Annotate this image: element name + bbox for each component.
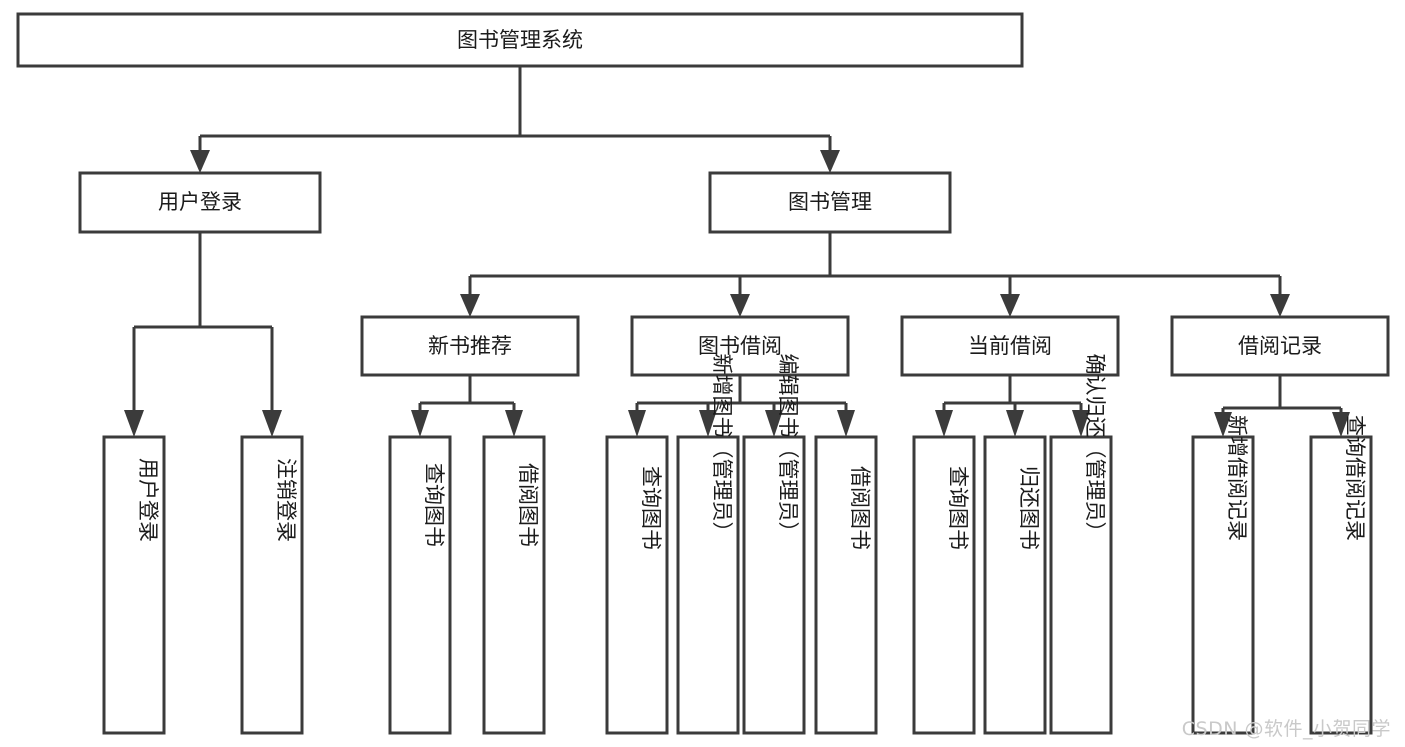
- node-label-leaf-logout: 注销登录: [274, 458, 298, 542]
- node-leaf-query-books-current[interactable]: 查询图书: [912, 435, 976, 735]
- node-box: [388, 435, 452, 735]
- node-box: [742, 435, 806, 735]
- node-label-leaf-borrow-books: 借阅图书: [848, 466, 872, 550]
- arrow-head-icon: [628, 410, 646, 437]
- arrow-head-icon: [935, 410, 953, 437]
- node-leaf-add-book-admin[interactable]: 新增图书（管理员）: [676, 354, 740, 735]
- arrow-head-icon: [1072, 410, 1090, 437]
- node-leaf-add-borrow-record[interactable]: 新增借阅记录: [1191, 415, 1255, 735]
- node-book-management[interactable]: 图书管理: [708, 171, 952, 234]
- node-leaf-query-borrow-record[interactable]: 查询借阅记录: [1309, 415, 1373, 735]
- node-label-book-borrow: 图书借阅: [698, 334, 782, 358]
- arrow-head-icon: [505, 410, 523, 437]
- arrow-head-icon: [1214, 412, 1232, 437]
- node-box: [1309, 435, 1373, 735]
- node-leaf-edit-book-admin[interactable]: 编辑图书（管理员）: [742, 354, 806, 735]
- node-box: [814, 435, 878, 735]
- arrow-head-icon: [730, 294, 750, 317]
- arrow-head-icon: [190, 150, 210, 173]
- arrow-head-icon: [1332, 412, 1350, 437]
- node-leaf-borrow-books[interactable]: 借阅图书: [814, 435, 878, 735]
- node-box: [1170, 315, 1390, 377]
- node-label-user-login: 用户登录: [158, 190, 242, 214]
- node-label-leaf-borrow-books-new: 借阅图书: [516, 463, 540, 547]
- arrow-head-icon: [837, 410, 855, 437]
- node-label-leaf-query-books-borrow: 查询图书: [639, 466, 663, 550]
- node-box: [1049, 435, 1113, 735]
- arrow-head-icon: [411, 410, 429, 437]
- node-box: [900, 315, 1120, 377]
- node-box: [482, 435, 546, 735]
- node-new-book-recommend[interactable]: 新书推荐: [360, 315, 580, 377]
- node-root[interactable]: 图书管理系统: [16, 12, 1024, 68]
- arrow-head-icon: [124, 410, 144, 437]
- arrow-head-icon: [262, 410, 282, 437]
- node-leaf-return-books[interactable]: 归还图书: [983, 435, 1047, 735]
- arrow-head-icon: [1000, 294, 1020, 317]
- node-label-leaf-query-books-new: 查询图书: [422, 463, 446, 547]
- node-box: [630, 315, 850, 377]
- connector-book-borrow-to-leaves: [628, 375, 855, 437]
- node-box: [102, 435, 166, 735]
- node-label-leaf-add-book-admin: 新增图书（管理员）: [710, 354, 734, 543]
- watermark: CSDN @软件_小贺同学: [1181, 718, 1391, 740]
- node-leaf-query-books-new[interactable]: 查询图书: [388, 435, 452, 735]
- node-box: [360, 315, 580, 377]
- node-label-leaf-edit-book-admin: 编辑图书（管理员）: [776, 354, 800, 543]
- node-book-borrow[interactable]: 图书借阅: [630, 315, 850, 377]
- node-label-root: 图书管理系统: [457, 28, 583, 52]
- arrow-head-icon: [1006, 410, 1024, 437]
- node-leaf-query-books-borrow[interactable]: 查询图书: [605, 435, 669, 735]
- node-box: [78, 171, 322, 234]
- node-label-current-borrow: 当前借阅: [968, 334, 1052, 358]
- node-leaf-borrow-books-new[interactable]: 借阅图书: [482, 435, 546, 735]
- connector-new-books-to-leaves: [411, 375, 523, 437]
- node-label-leaf-query-borrow-record: 查询借阅记录: [1343, 415, 1367, 541]
- node-box: [983, 435, 1047, 735]
- arrow-head-icon: [1270, 294, 1290, 317]
- arrow-head-icon: [820, 150, 840, 173]
- arrow-head-icon: [460, 294, 480, 317]
- node-box: [912, 435, 976, 735]
- node-box: [16, 12, 1024, 68]
- node-label-borrow-record: 借阅记录: [1238, 334, 1322, 358]
- node-leaf-logout[interactable]: 注销登录: [240, 435, 304, 735]
- node-label-leaf-add-borrow-record: 新增借阅记录: [1225, 415, 1249, 541]
- node-box: [676, 435, 740, 735]
- node-current-borrow[interactable]: 当前借阅: [900, 315, 1120, 377]
- node-label-leaf-query-books-current: 查询图书: [946, 466, 970, 550]
- node-box: [1191, 435, 1255, 735]
- node-leaf-confirm-return-admin[interactable]: 确认归还（管理员）: [1049, 354, 1113, 735]
- node-user-login[interactable]: 用户登录: [78, 171, 322, 234]
- arrow-head-icon: [765, 410, 783, 437]
- connector-book-mgmt-to-level3: [460, 232, 1290, 317]
- arrow-head-icon: [699, 410, 717, 437]
- node-label-new-book-recommend: 新书推荐: [428, 334, 512, 358]
- node-label-leaf-user-login: 用户登录: [136, 458, 160, 542]
- node-label-book-management: 图书管理: [788, 190, 872, 214]
- connector-user-login-to-leaves: [124, 232, 282, 437]
- connector-borrow-records-to-leaves: [1214, 375, 1350, 437]
- node-borrow-record[interactable]: 借阅记录: [1170, 315, 1390, 377]
- node-box: [708, 171, 952, 234]
- connector-current-borrow-to-leaves: [935, 375, 1090, 437]
- node-box: [605, 435, 669, 735]
- connector-root-to-level2: [190, 66, 840, 173]
- node-box: [240, 435, 304, 735]
- node-label-leaf-return-books: 归还图书: [1017, 466, 1041, 550]
- node-leaf-user-login[interactable]: 用户登录: [102, 435, 166, 735]
- node-label-leaf-confirm-return-admin: 确认归还（管理员）: [1083, 354, 1107, 543]
